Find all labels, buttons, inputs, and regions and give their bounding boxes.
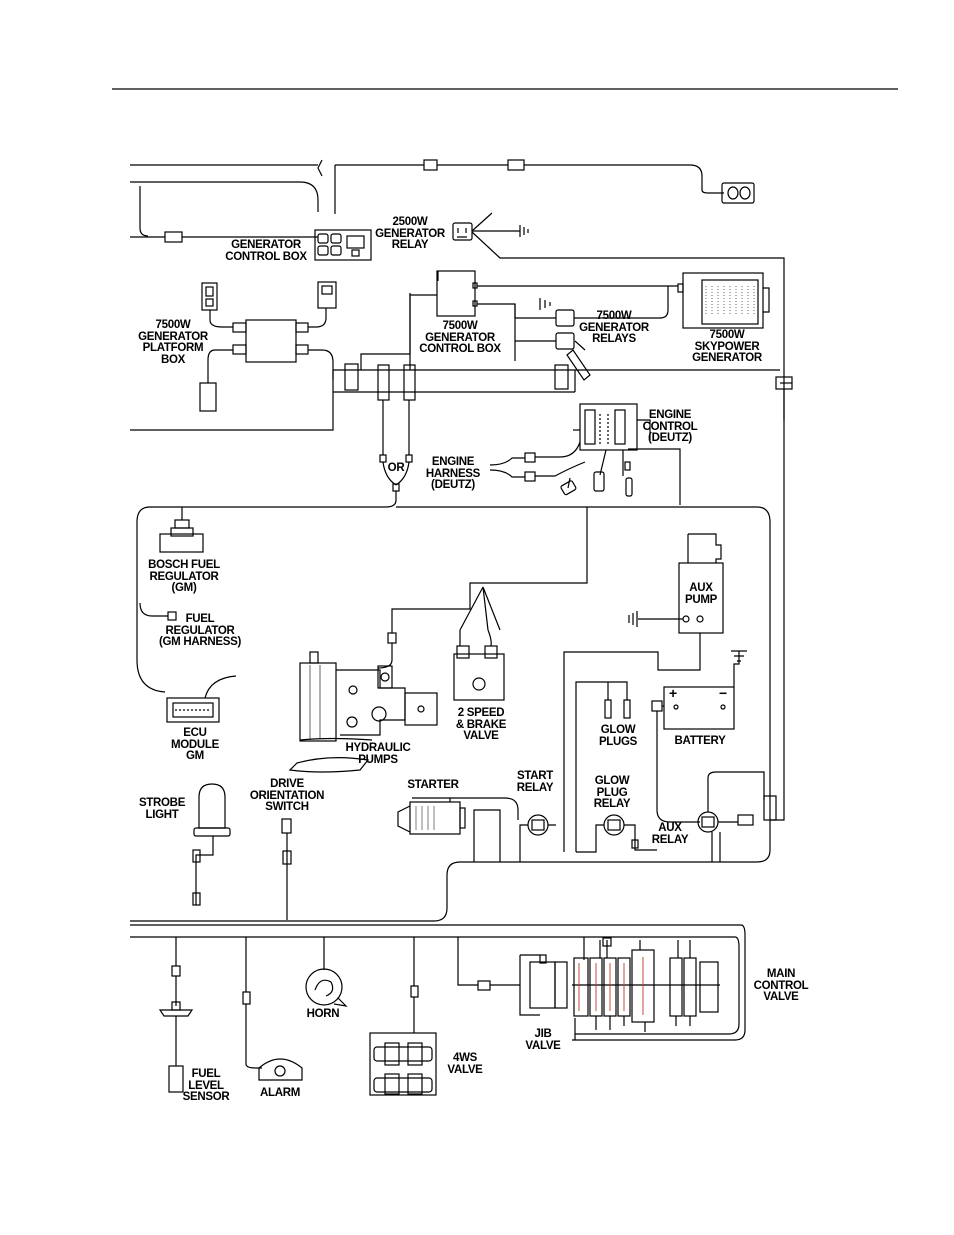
label-ecu-module-gm: ECU MODULE GM — [170, 727, 220, 762]
label-drive-orientation-switch: DRIVE ORIENTATION SWITCH — [249, 778, 325, 813]
drive-orientation-switch-icon — [281, 818, 292, 920]
main-control-valve-icon — [572, 937, 720, 1040]
label-hydraulic-pumps: HYDRAULIC PUMPS — [345, 742, 411, 766]
skypower-generator-icon — [677, 272, 770, 329]
chassis-harness-loop — [130, 506, 771, 922]
label-engine-harness-deutz: ENGINE HARNESS (DEUTZ) — [425, 456, 481, 491]
starter-icon — [397, 797, 519, 835]
aux-relay-icon — [697, 771, 777, 862]
glow-plugs-icon — [575, 681, 631, 852]
battery-icon — [651, 650, 747, 823]
label-7500w-generator-platform-box: 7500W GENERATOR PLATFORM BOX — [138, 319, 208, 366]
strobe-light-icon — [192, 783, 231, 906]
or-connectors — [136, 400, 413, 693]
label-7500w-generator-control-box: 7500W GENERATOR CONTROL BOX — [419, 320, 501, 355]
7500w-platform-box-icon — [199, 281, 337, 412]
battery-minus-terminal: − — [719, 685, 727, 701]
label-main-control-valve: MAIN CONTROL VALVE — [753, 968, 809, 1003]
7500w-control-box-icon — [409, 270, 678, 370]
jib-valve-icon — [477, 954, 568, 1016]
label-2-speed-brake-valve: 2 SPEED & BRAKE VALVE — [455, 707, 507, 742]
horn-icon — [305, 960, 348, 1007]
engine-harness-deutz-icon — [489, 441, 586, 496]
bosch-fuel-regulator-icon — [159, 507, 204, 553]
label-glow-plug-relay: GLOW PLUG RELAY — [593, 775, 631, 810]
2500w-relay-icon — [452, 212, 785, 420]
label-fuel-level-sensor: FUEL LEVEL SENSOR — [182, 1068, 230, 1103]
label-2500w-generator-relay: 2500W GENERATOR RELAY — [375, 216, 445, 251]
glow-plug-relay-icon — [576, 814, 657, 853]
fuel-level-sensor-icon — [158, 965, 194, 1093]
label-strobe-light: STROBE LIGHT — [138, 797, 186, 821]
label-horn: HORN — [306, 1008, 340, 1020]
label-7500w-generator-relays: 7500W GENERATOR RELAYS — [579, 310, 649, 345]
label-starter: STARTER — [407, 779, 459, 791]
connector — [507, 159, 525, 171]
connector — [164, 231, 183, 243]
label-start-relay: START RELAY — [516, 770, 554, 794]
label-jib-valve: JIB VALVE — [525, 1028, 561, 1052]
top-harness-lines — [130, 159, 724, 238]
label-bosch-fuel-regulator: BOSCH FUEL REGULATOR (GM) — [148, 559, 220, 594]
connector — [423, 159, 438, 171]
label-skypower-generator: 7500W SKYPOWER GENERATOR — [692, 329, 762, 364]
label-fuel-regulator-gm-harness: FUEL REGULATOR (GM HARNESS) — [158, 613, 241, 648]
label-aux-pump: AUX PUMP — [684, 582, 718, 606]
main-control-valve-accents — [578, 957, 644, 1015]
label-generator-control-box: GENERATOR CONTROL BOX — [225, 239, 307, 263]
start-relay-icon — [473, 809, 556, 862]
lower-harness — [130, 924, 746, 1041]
label-battery: BATTERY — [674, 735, 726, 747]
aux-pump-icon — [563, 533, 724, 852]
label-4ws-valve: 4WS VALVE — [447, 1052, 483, 1076]
label-or: OR — [387, 462, 405, 474]
fuel-regulator-gm-icon — [139, 602, 177, 621]
label-engine-control-deutz: ENGINE CONTROL (DEUTZ) — [642, 409, 698, 444]
battery-plus-terminal: + — [669, 685, 677, 701]
label-aux-relay: AUX RELAY — [651, 822, 689, 846]
duplex-outlet-icon — [721, 182, 755, 204]
hydraulic-pumps-icon — [288, 632, 438, 773]
label-alarm: ALARM — [259, 1087, 301, 1099]
ecu-module-gm-icon — [166, 675, 237, 723]
alarm-icon — [242, 991, 303, 1081]
label-glow-plugs: GLOW PLUGS — [598, 724, 638, 748]
generator-control-box-icon — [314, 229, 372, 261]
two-speed-brake-valve-icon — [453, 586, 505, 701]
4ws-valve-icon — [369, 985, 437, 1096]
engine-control-deutz-icon — [573, 403, 681, 505]
